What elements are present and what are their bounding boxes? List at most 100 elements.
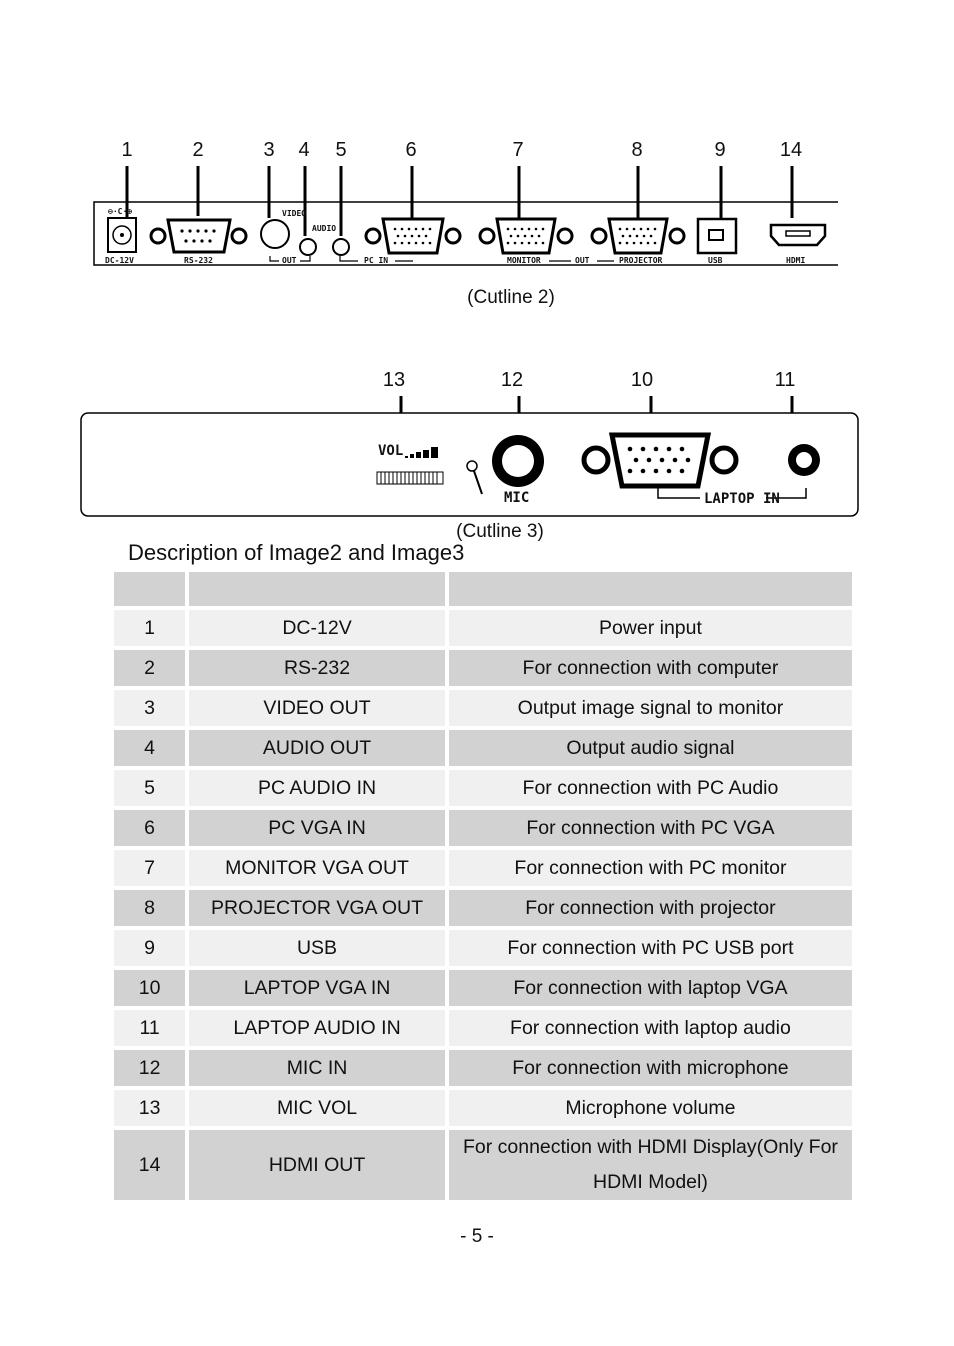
rs232-label: RS-232 — [184, 256, 213, 265]
cell-port-name: VIDEO OUT — [189, 690, 445, 726]
page-number: - 5 - — [460, 1226, 494, 1247]
cell-number: 10 — [114, 970, 186, 1006]
cutline3-caption: (Cutline 3) — [456, 521, 544, 542]
callout-5: 5 — [335, 139, 347, 161]
cell-number: 12 — [114, 1050, 186, 1086]
hdmi-label: HDMI — [786, 256, 805, 265]
cell-description: For connection with PC USB port — [448, 930, 852, 966]
cell-number: 14 — [114, 1130, 186, 1200]
cell-port-name: MIC VOL — [189, 1090, 445, 1126]
monitor-vga-out-port-icon — [478, 217, 574, 255]
pc-in-label: PC IN — [364, 256, 388, 265]
dc-jack-icon: ⊖·C·⊕ — [107, 207, 137, 253]
callout-10: 10 — [630, 369, 654, 391]
cell-port-name: MONITOR VGA OUT — [189, 850, 445, 886]
mic-label: MIC — [504, 490, 529, 506]
cell-description: For connection with laptop VGA — [448, 970, 852, 1006]
vol-label: VOL — [378, 443, 403, 459]
cell-number: 3 — [114, 690, 186, 726]
cell-number: 4 — [114, 730, 186, 766]
monitor-label: MONITOR — [507, 256, 541, 265]
callout-6: 6 — [405, 139, 417, 161]
cell-description: Output audio signal — [448, 730, 852, 766]
cell-port-name: PROJECTOR VGA OUT — [189, 890, 445, 926]
cell-number: 2 — [114, 650, 186, 686]
rs232-port-icon — [149, 218, 248, 254]
projector-vga-out-port-icon — [590, 217, 686, 255]
cell-number: 8 — [114, 890, 186, 926]
rear-panel-drawing: ⊖·C·⊕ — [93, 166, 838, 266]
volume-wheel-icon: VOL — [376, 443, 444, 485]
hdmi-port-icon — [769, 223, 827, 247]
table-header-row — [114, 572, 852, 606]
cell-port-name: LAPTOP VGA IN — [189, 970, 445, 1006]
svg-text:⊖·C·⊕: ⊖·C·⊕ — [108, 207, 132, 216]
cell-description: For connection with computer — [448, 650, 852, 686]
laptop-in-label: LAPTOP IN — [704, 491, 780, 507]
cell-description: For connection with PC Audio — [448, 770, 852, 806]
header-cell-name — [189, 572, 445, 606]
usb-label: USB — [708, 256, 723, 265]
audio-out-jack-icon — [299, 238, 317, 256]
cell-description: For connection with projector — [448, 890, 852, 926]
callout-2: 2 — [192, 139, 204, 161]
dc-label: DC-12V — [105, 256, 134, 265]
callout-13: 13 — [382, 369, 406, 391]
callout-3: 3 — [263, 139, 275, 161]
cell-port-name: DC-12V — [189, 610, 445, 646]
cell-number: 5 — [114, 770, 186, 806]
laptop-vga-in-port-icon — [581, 432, 739, 489]
cell-description: For connection with microphone — [448, 1050, 852, 1086]
callout-1: 1 — [121, 139, 133, 161]
cell-number: 9 — [114, 930, 186, 966]
callout-4: 4 — [298, 139, 310, 161]
cell-description: For connection with PC VGA — [448, 810, 852, 846]
out2-label: OUT — [575, 256, 590, 265]
cell-port-name: PC AUDIO IN — [189, 770, 445, 806]
cell-port-name: PC VGA IN — [189, 810, 445, 846]
cell-number: 6 — [114, 810, 186, 846]
cell-port-name: LAPTOP AUDIO IN — [189, 1010, 445, 1046]
front-panel-drawing: VOL MIC — [80, 396, 859, 517]
video-label: VIDEO — [282, 209, 306, 218]
cell-number: 1 — [114, 610, 186, 646]
cell-description: For connection with PC monitor — [448, 850, 852, 886]
cell-description: Output image signal to monitor — [448, 690, 852, 726]
header-cell-description — [448, 572, 852, 606]
header-cell-number — [114, 572, 186, 606]
cell-port-name: RS-232 — [189, 650, 445, 686]
cell-description: For connection with HDMI Display(Only Fo… — [448, 1130, 852, 1200]
callout-12: 12 — [500, 369, 524, 391]
cutline2-caption: (Cutline 2) — [467, 287, 555, 308]
cell-port-name: MIC IN — [189, 1050, 445, 1086]
cell-port-name: USB — [189, 930, 445, 966]
cell-port-name: HDMI OUT — [189, 1130, 445, 1200]
cell-number: 13 — [114, 1090, 186, 1126]
projector-label: PROJECTOR — [619, 256, 663, 265]
callout-11: 11 — [774, 369, 796, 391]
microphone-icon — [466, 460, 483, 495]
section-title: Description of Image2 and Image3 — [128, 540, 465, 565]
cell-number: 7 — [114, 850, 186, 886]
cell-description: Power input — [448, 610, 852, 646]
callout-8: 8 — [631, 139, 643, 161]
mic-jack-icon: MIC — [492, 435, 544, 506]
callout-9: 9 — [714, 139, 726, 161]
video-out-jack-icon — [260, 219, 290, 249]
cell-description: For connection with laptop audio — [448, 1010, 852, 1046]
callout-14: 14 — [779, 139, 803, 161]
pc-audio-in-jack-icon — [332, 238, 350, 256]
out-label: OUT — [282, 256, 297, 265]
pc-vga-in-port-icon — [364, 217, 462, 255]
